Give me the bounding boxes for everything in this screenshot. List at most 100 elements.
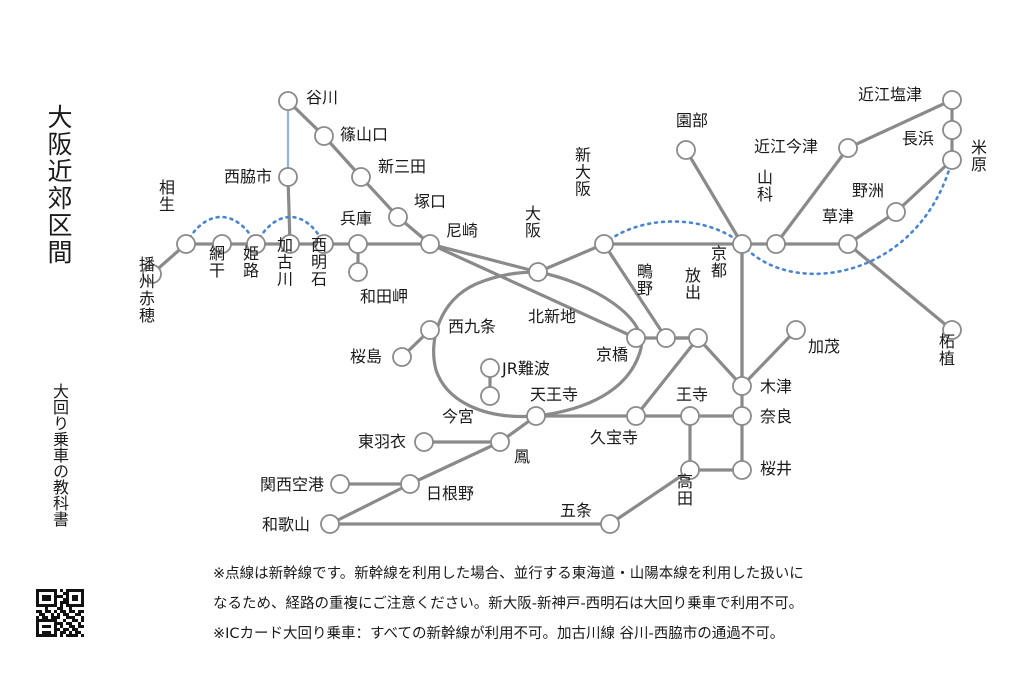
station-shinsanda[interactable] [351,167,371,187]
station-sonobe[interactable] [676,140,696,160]
shinkansen-himeji-nishiakashi [254,215,326,246]
station-nishiakashi[interactable] [314,234,334,254]
label-osaka: 大阪 [522,205,541,239]
station-tanikawa[interactable] [278,91,298,111]
label-hyogo: 兵庫 [340,209,372,228]
label-otori: 鳳 [514,447,530,466]
station-kyobashi[interactable] [626,328,646,348]
station-yamashina[interactable] [766,234,786,254]
station-omishiotsu[interactable] [942,90,962,110]
label-banshu_ako: 播州赤穂 [136,256,155,324]
station-nara[interactable] [732,406,752,426]
label-nishiwakishi: 西脇市 [224,167,272,186]
station-hyogo[interactable] [348,234,368,254]
label-sonobe: 園部 [676,111,708,130]
shinkansen-kyoto-maibara [740,158,954,276]
label-nara: 奈良 [760,407,792,426]
label-nishikujo: 西九条 [448,317,496,336]
station-oji[interactable] [680,406,700,426]
label-nishiakashi: 西明石 [308,237,327,288]
station-labels: 播州赤穂相生網干姫路加古川西明石兵庫和田岬尼崎塚口新三田篠山口谷川西脇市大阪新大… [136,85,987,534]
label-omishiotsu: 近江塩津 [858,85,922,104]
station-yasu[interactable] [886,202,906,222]
label-kudaraji: 久宝寺 [590,428,638,447]
label-aboshi: 網干 [206,245,225,279]
station-aioi[interactable] [176,234,196,254]
label-kitashinchi: 北新地 [528,307,576,326]
station-banshu_ako[interactable] [142,264,162,284]
label-tsukaguchi: 塚口 [414,192,446,211]
label-takada: 高田 [674,473,693,507]
station-wadamisaki[interactable] [348,262,368,282]
station-sasayamaguchi[interactable] [314,126,334,146]
station-nodes [142,90,962,534]
station-shigino[interactable] [656,328,676,348]
label-oji: 王寺 [676,385,708,404]
station-omiimazu[interactable] [838,138,858,158]
station-osaka[interactable] [528,262,548,282]
station-kansaikuko[interactable] [330,474,350,494]
station-otori[interactable] [490,432,510,452]
label-jrnamba: JR難波 [501,359,550,378]
station-higashihagoromo[interactable] [414,432,434,452]
station-kamo[interactable] [786,320,806,340]
label-kakogawa: 加古川 [274,237,293,288]
note-overlap: なるため、経路の重複にご注意ください。新大阪-新神戸-西明石は大回り乗車で利用不… [213,596,804,612]
label-sakurai: 桜井 [760,459,792,478]
label-higashihagoromo: 東羽衣 [358,432,406,451]
shinkansen-shinosaka-kyoto [602,220,744,246]
biwako-line [846,158,954,246]
label-tennoji: 天王寺 [530,385,578,404]
station-aboshi[interactable] [212,234,232,254]
station-kakogawa[interactable] [280,234,300,254]
station-sakurajima[interactable] [392,347,412,367]
label-hanaten: 放出 [682,267,701,301]
label-shigino: 鴫野 [634,263,653,297]
station-himeji[interactable] [246,234,266,254]
station-gojo[interactable] [600,514,620,534]
station-sakurai[interactable] [732,460,752,480]
station-takada[interactable] [680,460,700,480]
station-shinosaka[interactable] [594,234,614,254]
station-hineno[interactable] [400,474,420,494]
shinkansen-lines [184,158,954,276]
label-wakayama: 和歌山 [262,515,310,534]
label-tsuge: 柘植 [936,333,955,367]
station-nagahama[interactable] [942,120,962,140]
station-maibara[interactable] [942,150,962,170]
station-kusatsu[interactable] [838,234,858,254]
label-yamashina: 山科 [754,169,773,203]
hanwa-line [328,414,538,526]
page-title: 大阪近郊区間 [44,104,73,266]
station-kyoto[interactable] [732,234,752,254]
sagano-line [684,148,744,246]
tozai-line [428,242,638,340]
station-kudaraji[interactable] [626,406,646,426]
note-shinkansen: ※点線は新幹線です。新幹線を利用した場合、並行する東海道・山陽本線を利用した扱い… [213,566,804,582]
label-yasu: 野洲 [852,181,884,200]
station-imamiya[interactable] [480,386,500,406]
station-amagasaki[interactable] [420,234,440,254]
station-tsuge[interactable] [942,320,962,340]
station-tsukaguchi[interactable] [388,207,408,227]
station-kizu[interactable] [732,376,752,396]
label-hineno: 日根野 [426,484,474,503]
label-tanikawa: 谷川 [306,88,338,107]
station-nishikujo[interactable] [420,320,440,340]
station-jrnamba[interactable] [480,358,500,378]
label-shinsanda: 新三田 [378,157,426,176]
qr-code-icon [36,589,84,637]
label-maibara: 米原 [968,139,987,173]
label-sakurajima: 桜島 [350,347,382,366]
label-himeji: 姫路 [240,245,259,279]
station-wakayama[interactable] [320,514,340,534]
label-kizu: 木津 [760,377,792,396]
station-tennoji[interactable] [526,406,546,426]
station-hanaten[interactable] [688,328,708,348]
kansai-line-north [740,328,798,388]
label-shinosaka: 新大阪 [572,147,591,198]
station-nishiwakishi[interactable] [278,167,298,187]
kosei-line [774,98,954,246]
label-sasayamaguchi: 篠山口 [340,125,388,144]
